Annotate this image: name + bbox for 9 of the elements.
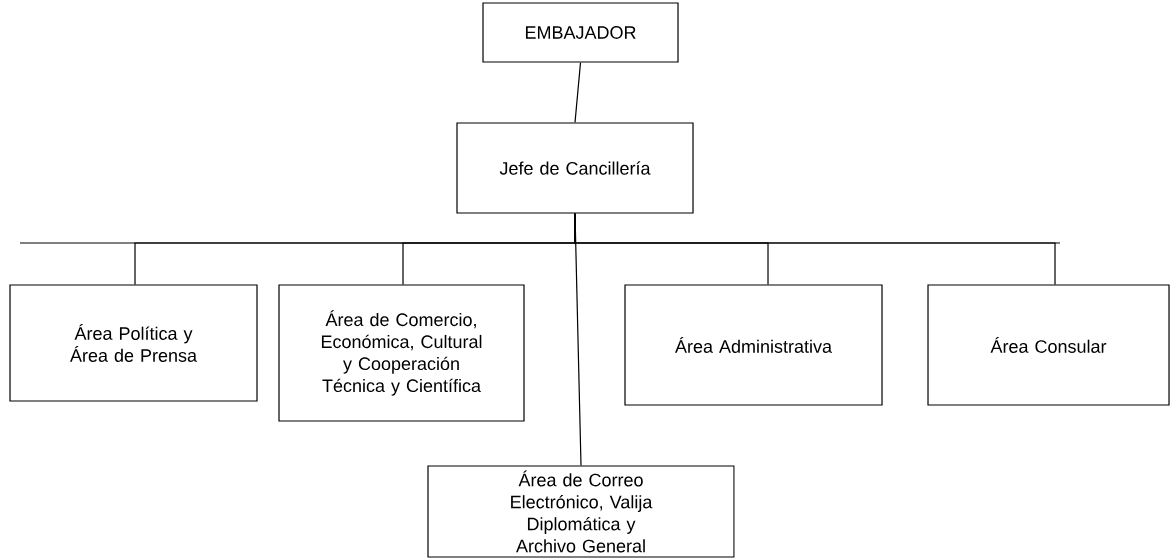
org-box: Área Consular [927, 284, 1170, 406]
org-box: Área de Correo Electrónico, Valija Diplomática y Archivo General [427, 465, 735, 558]
org-box: Área Política y Área de Prensa [9, 284, 258, 402]
connector-line [574, 62, 582, 123]
org-box: Área Administrativa [624, 284, 883, 406]
org-box: Jefe de Cancillería [456, 122, 694, 214]
org-box: EMBAJADOR [482, 2, 679, 63]
connector-line [574, 213, 582, 466]
org-box: Área de Comercio, Económica, Cultural y Cooperación Técnica y Científica [278, 284, 525, 422]
